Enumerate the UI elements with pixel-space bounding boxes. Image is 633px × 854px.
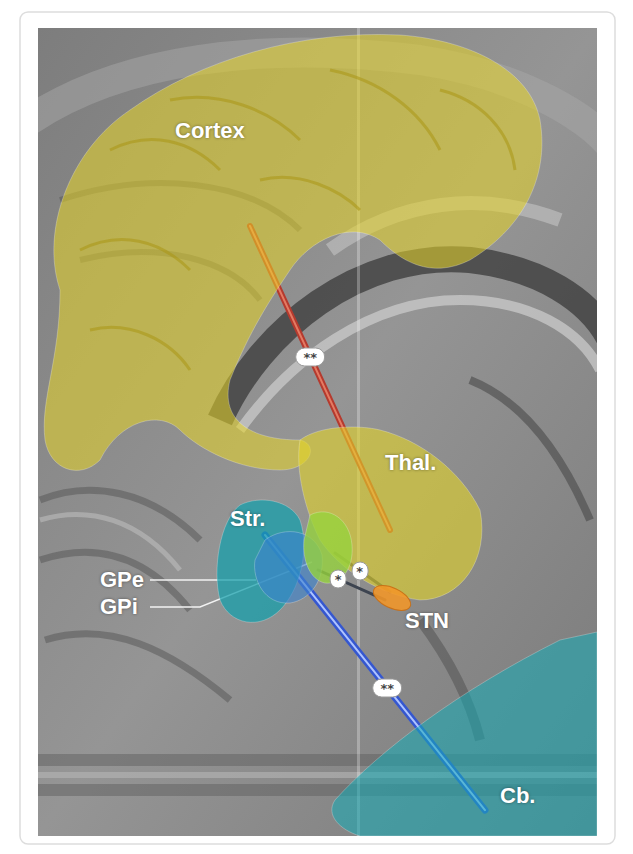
structure-label: Cortex	[175, 118, 245, 144]
significance-marker: *	[351, 561, 368, 580]
region-shape	[330, 600, 600, 835]
region-fill	[44, 34, 542, 470]
structure-label: GPe	[100, 567, 144, 593]
cerebellum-region: Cb.	[330, 600, 600, 835]
structure-label: Str.	[230, 506, 265, 532]
structure-label: Cb.	[500, 783, 535, 809]
structure-label: STN	[405, 608, 449, 634]
significance-marker: **	[372, 678, 402, 697]
cortex-folds	[80, 70, 515, 370]
significance-marker: **	[295, 347, 325, 366]
region-shape	[300, 505, 355, 585]
cortex-region: Cortex	[40, 28, 600, 473]
structure-label: GPi	[100, 594, 138, 620]
stn-region: STN	[370, 580, 415, 615]
region-fill	[299, 427, 482, 600]
structure-label: Thal.	[385, 450, 436, 476]
region-shape	[40, 28, 600, 473]
region-fill	[332, 632, 597, 836]
significance-marker: *	[330, 569, 347, 588]
gpi-region: GPi	[300, 505, 355, 585]
